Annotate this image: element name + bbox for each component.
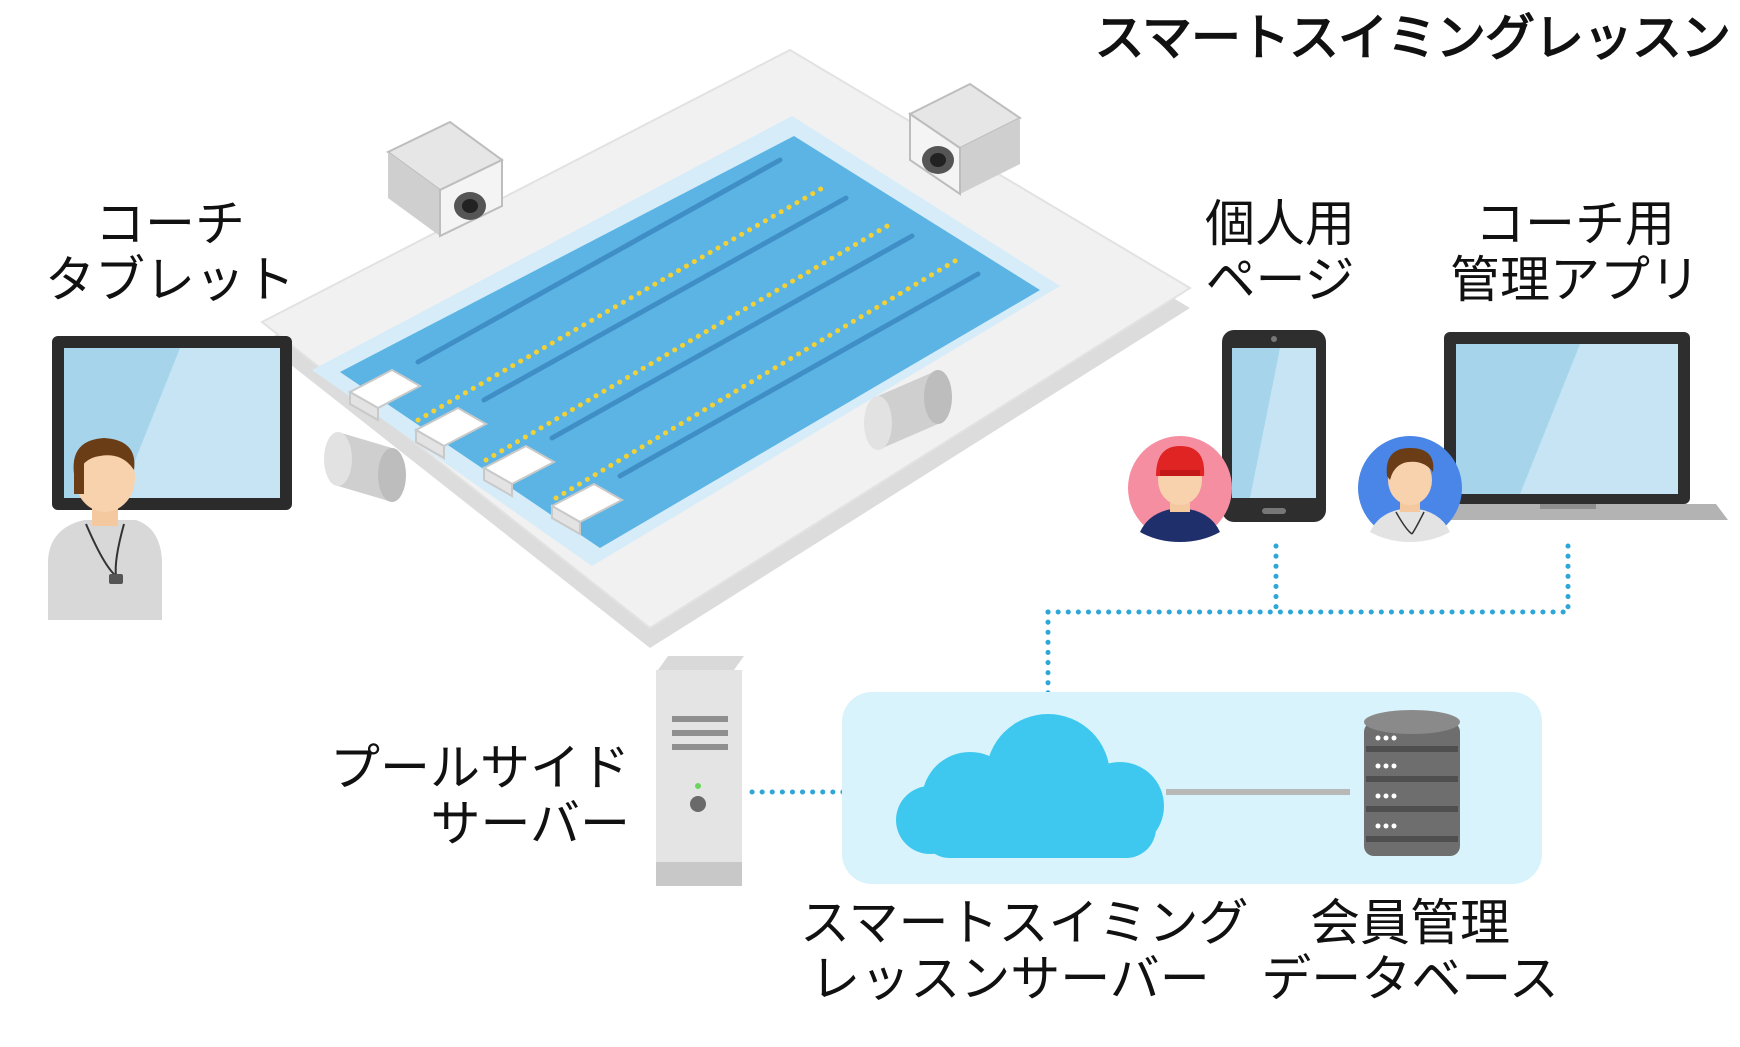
personal-page-label-line2: ページ [1205,251,1355,309]
lane-lines [415,157,981,479]
lane-ropes [415,183,963,501]
laptop-icon [1412,332,1728,520]
member-db-label-line2: データベース [1261,950,1559,1008]
poolside-server-label-line1: プールサイド [330,739,630,797]
coach-tablet-label-line1: コーチ [95,195,245,253]
lesson-server-label-line2: レッスンサーバー [810,950,1210,1008]
coach-tablet-label: コーチ タブレット [40,196,300,308]
lesson-server-label: スマートスイミング レッスンサーバー [800,894,1249,1008]
member-db-label-line1: 会員管理 [1310,894,1510,952]
page-title: スマートスイミングレッスン [1094,9,1732,67]
poolside-server-label-line2: サーバー [430,795,631,853]
coach-tablet-label-line2: タブレット [45,251,295,309]
coach-avatar-icon [48,438,162,620]
smartphone-icon [1222,330,1326,522]
camera-icon [386,120,504,238]
coach-app-label-line1: コーチ用 [1475,195,1675,253]
poolside-server-label: プールサイド サーバー [330,740,630,852]
camera-icon [864,370,952,450]
personal-page-label: 個人用 ページ [1180,196,1380,308]
camera-icon [324,432,406,502]
coach-avatar-icon [1358,436,1462,542]
personal-page-label-line1: 個人用 [1205,195,1355,253]
swimmer-avatar-icon [1128,436,1232,542]
database-icon [1364,710,1460,856]
swimming-pool-icon [260,48,1192,648]
lesson-server-label-line1: スマートスイミング [800,894,1249,952]
coach-app-label: コーチ用 管理アプリ [1430,196,1720,308]
camera-icon [908,82,1022,196]
server-tower-icon [656,656,744,886]
member-db-label: 会員管理 データベース [1250,895,1570,1007]
starting-blocks [347,368,625,536]
coach-app-label-line2: 管理アプリ [1450,251,1700,309]
cloud-icon [896,714,1164,858]
